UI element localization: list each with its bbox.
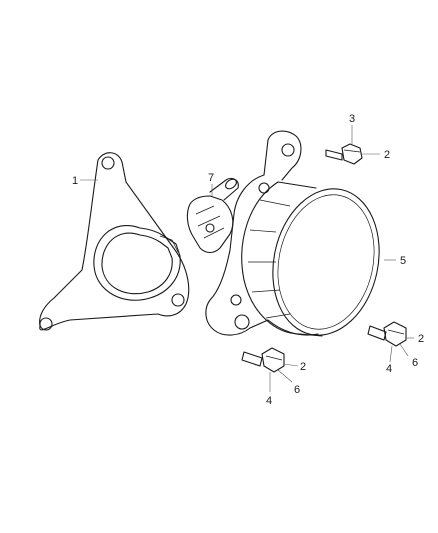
bolt-bottom bbox=[241, 347, 285, 373]
callout-3: 3 bbox=[349, 113, 355, 125]
leader-lines bbox=[80, 125, 414, 392]
vacuum-pump-housing bbox=[205, 130, 380, 337]
callout-labels: 1 2 2 2 3 4 4 5 6 6 7 bbox=[72, 113, 424, 407]
callout-5: 5 bbox=[400, 255, 406, 267]
bolt-right bbox=[367, 321, 407, 347]
callout-4-right: 4 bbox=[386, 363, 392, 375]
callout-6-right: 6 bbox=[412, 357, 418, 369]
callout-7: 7 bbox=[208, 172, 214, 184]
callout-1: 1 bbox=[72, 175, 78, 187]
gasket-plate bbox=[39, 152, 190, 331]
hose-fitting bbox=[186, 177, 239, 254]
callout-6-bottom: 6 bbox=[294, 384, 300, 396]
callout-2-top: 2 bbox=[384, 149, 390, 161]
callout-2-right: 2 bbox=[418, 333, 424, 345]
callout-4-bottom: 4 bbox=[266, 395, 272, 407]
callout-2-bottom: 2 bbox=[300, 361, 306, 373]
bolt-top bbox=[325, 143, 363, 165]
